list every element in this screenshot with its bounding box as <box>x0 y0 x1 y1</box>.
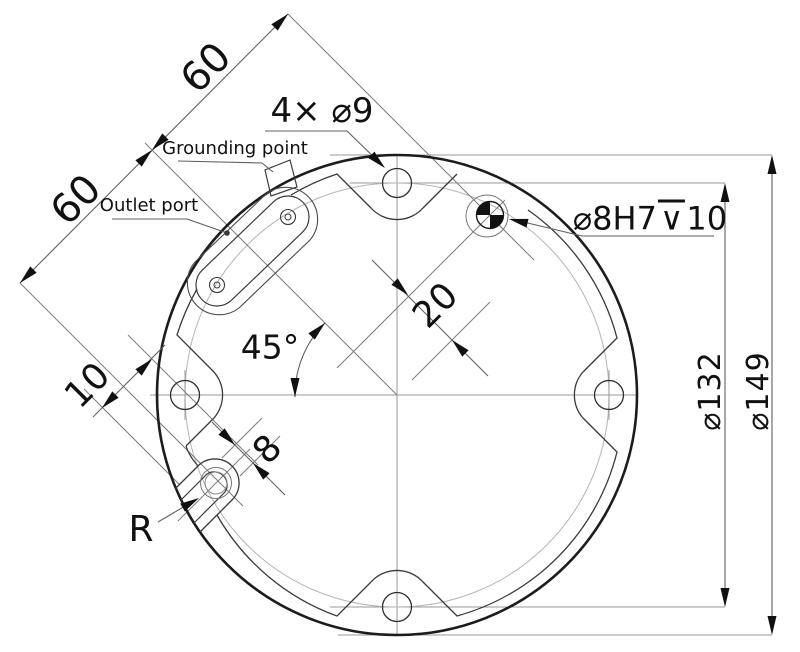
arrow <box>509 218 529 228</box>
slot-end-circle <box>200 467 232 499</box>
slot-diagonal-line <box>19 282 244 507</box>
dowel-cross-centerline <box>336 199 506 369</box>
outlet-port-label: Outlet port <box>99 195 199 216</box>
arrow <box>767 616 777 635</box>
dowel-callout-prefix: ⌀8H7 <box>572 199 657 238</box>
dowel-callout-depth-value: 10 <box>686 199 728 238</box>
center-diagonal-line <box>144 142 398 396</box>
arrow <box>368 151 385 168</box>
left-hole-diagonal-line <box>127 334 259 466</box>
dowel-checker-bottom-right <box>490 215 504 229</box>
slot-width-extension-upper <box>221 417 263 459</box>
outer-rim-circle <box>155 153 639 637</box>
arrow <box>720 183 730 202</box>
bolt-hole-right <box>593 379 625 411</box>
depth-icon: ∨ <box>657 199 686 238</box>
dim-45deg-label: 45° <box>240 327 300 367</box>
bolt-hole-bottom <box>381 591 413 623</box>
inner-wave-contour <box>174 173 618 617</box>
grounding-leader <box>177 160 274 173</box>
arrow <box>452 340 469 357</box>
arrow <box>102 391 119 408</box>
arrow <box>135 359 152 376</box>
outlet-screw-bottom-inner <box>213 281 221 289</box>
grounding-tab <box>264 159 298 197</box>
slot-outline <box>180 471 228 524</box>
slot-outer-edge-extension <box>83 388 181 486</box>
dowel-hole-callout: ⌀8H7∨10 <box>572 199 728 238</box>
arrow <box>218 428 235 445</box>
grounding-point-label: Grounding point <box>162 138 308 159</box>
outlet-screw-top <box>279 208 297 226</box>
arrowheads <box>20 14 777 635</box>
bolt-hole-top <box>381 167 413 199</box>
dim-20-line <box>371 259 489 377</box>
bolt-hole-left <box>169 379 201 411</box>
hole-pattern-callout: 4× ⌀9 <box>270 91 374 131</box>
arrow <box>290 378 300 397</box>
slot-width-extension-lower <box>239 435 281 477</box>
arrow <box>135 150 152 167</box>
outlet-leader <box>186 218 228 234</box>
dowel-boss-circle <box>465 194 509 238</box>
outlet-screw-top-inner <box>284 213 292 221</box>
arrow <box>180 498 199 512</box>
arrow <box>720 588 730 607</box>
arrow <box>767 155 777 174</box>
arrow <box>391 278 408 295</box>
outlet-leader-dot <box>224 230 230 236</box>
outlet-screw-bottom <box>208 276 226 294</box>
dowel-hole-checker-fill <box>476 201 504 229</box>
outlet-recess-outline <box>186 186 319 316</box>
outer-diameter-label: ⌀149 <box>741 351 776 431</box>
slot-end-inner-circle <box>204 471 228 495</box>
arrow <box>152 133 169 150</box>
radius-r-label: R <box>128 509 154 550</box>
slot-axis-centerline <box>177 448 251 522</box>
arrow <box>253 463 270 480</box>
center-cross-segment <box>411 301 491 381</box>
arrow <box>271 14 288 31</box>
part-outline <box>155 153 639 637</box>
dowel-checker-top-left <box>476 201 490 215</box>
bolt-circle-diameter-label: ⌀132 <box>693 351 728 431</box>
arrow <box>20 266 37 283</box>
outlet-plate-outline <box>195 195 310 307</box>
arrow <box>308 323 325 340</box>
